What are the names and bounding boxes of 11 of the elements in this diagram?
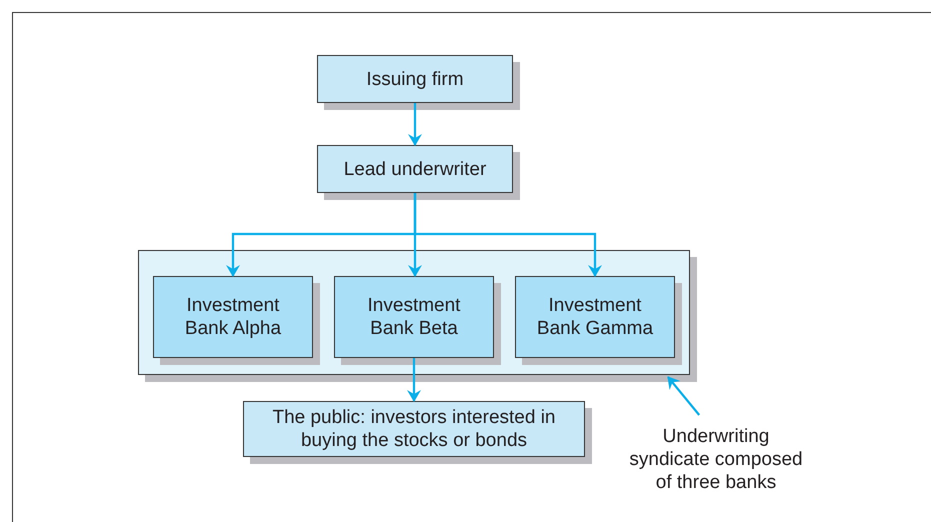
box-label: Investment Bank Alpha [184,294,282,340]
arrow [414,193,602,277]
box-label: Issuing firm [366,68,464,90]
arrow [407,358,421,402]
box-label: Investment Bank Gamma [536,294,654,340]
box-label: Lead underwriter [344,158,486,180]
leader-arrow [667,376,700,416]
box-label: Underwriting syndicate composed of three banks [628,424,804,494]
box-label: The public: investors interested in buying the stocks or bonds [272,406,556,452]
arrow [408,103,422,146]
box-label: Investment Bank Beta [366,294,462,340]
